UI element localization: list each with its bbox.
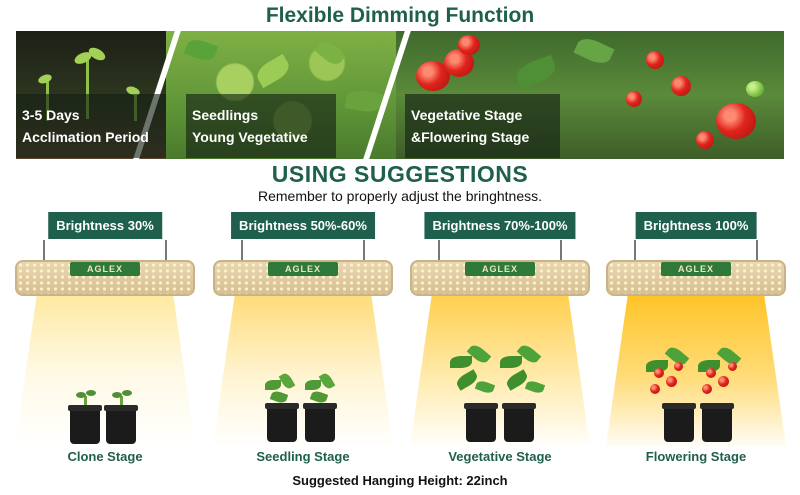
brightness-note: Remember to properly adjust the bringhtn…	[257, 188, 543, 204]
light-beam	[410, 296, 590, 446]
stage-caption-line1: 3-5 Days	[22, 107, 80, 123]
lamp-brand-label: AGLEX	[268, 262, 338, 276]
light-column-seedling: AGLEX Brightness 50%-60% Seedling Stage	[213, 212, 393, 464]
stage-label: Clone Stage	[67, 449, 143, 464]
brightness-badge: Brightness 70%-100%	[424, 212, 576, 239]
page-title: Flexible Dimming Function	[265, 4, 535, 27]
stage-caption-line1: Seedlings	[192, 107, 259, 123]
stage-caption-line2: Acclimation Period	[22, 129, 149, 145]
light-beam	[213, 296, 393, 446]
clone-seedlings-icon	[68, 390, 140, 446]
light-column-flowering: AGLEX Brightness 100% Flowering Stage	[606, 212, 786, 464]
growth-stage-banner	[16, 31, 784, 159]
brightness-badge: Brightness 30%	[48, 212, 162, 239]
stage-caption-seedlings: Seedlings Young Vegetative	[186, 94, 336, 158]
section-heading: USING SUGGESTIONS	[271, 161, 529, 187]
stage-caption-line2: &Flowering Stage	[411, 129, 530, 145]
stage-label: Seedling Stage	[256, 449, 350, 464]
stage-label: Vegetative Stage	[448, 449, 552, 464]
light-beam	[15, 296, 195, 446]
light-column-vegetative: AGLEX Brightness 70%-100% Vegetative Sta…	[410, 212, 590, 464]
lamp-brand-label: AGLEX	[465, 262, 535, 276]
lamp-brand-label: AGLEX	[70, 262, 140, 276]
brightness-badge: Brightness 100%	[635, 212, 757, 239]
stage-caption-vegetative: Vegetative Stage &Flowering Stage	[405, 94, 560, 158]
light-beam	[606, 296, 786, 446]
lamp-brand-label: AGLEX	[661, 262, 731, 276]
vegetative-plants-icon	[450, 342, 550, 444]
light-column-clone: AGLEX Brightness 30% Clone Stage	[15, 212, 195, 464]
stage-caption-line2: Young Vegetative	[192, 129, 308, 145]
hanging-height-note: Suggested Hanging Height: 22inch	[292, 473, 508, 488]
stage-caption-line1: Vegetative Stage	[411, 107, 523, 123]
seedling-plants-icon	[265, 371, 341, 444]
brightness-badge: Brightness 50%-60%	[231, 212, 375, 239]
flowering-tomato-plants-icon	[646, 344, 746, 444]
stage-caption-acclimation: 3-5 Days Acclimation Period	[16, 94, 166, 158]
stage-label: Flowering Stage	[645, 449, 747, 464]
